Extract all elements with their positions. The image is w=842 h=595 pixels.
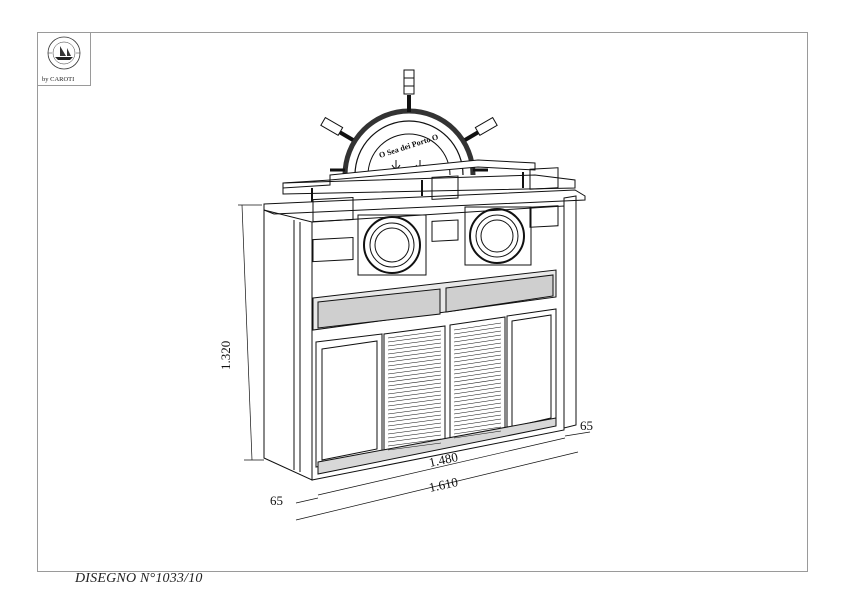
louvre-slat — [387, 366, 442, 375]
louvre-slat — [453, 346, 502, 355]
louvre-slat — [387, 338, 442, 347]
louvre-slat — [387, 442, 442, 451]
louvre-slat — [453, 354, 502, 363]
louvre-slat — [387, 422, 442, 431]
ship-seal-icon — [47, 36, 81, 70]
louvre-slat — [387, 374, 442, 383]
dimension-height: 1.320 — [218, 341, 233, 370]
louvre-slat — [387, 354, 442, 363]
louvre-slat — [387, 346, 442, 355]
drawing-number: DISEGNO N°1033/10 — [75, 571, 203, 586]
dimension-total-width: 1.610 — [428, 474, 460, 495]
louvre-slat — [453, 338, 502, 347]
louvre-slat — [453, 350, 502, 359]
louvre-slat — [453, 390, 502, 399]
louvre-slat — [453, 410, 502, 419]
louvre-slat — [453, 378, 502, 387]
louvre-slat — [453, 334, 502, 343]
brand-logo: by CAROTI — [38, 33, 91, 86]
dimension-inner-width: 1.480 — [428, 449, 460, 470]
louvre-slat — [453, 430, 502, 439]
louvre-slat — [387, 386, 442, 395]
louvre-slat — [453, 426, 502, 435]
louvre-slat — [387, 438, 442, 447]
louvre-slat — [387, 342, 442, 351]
louvre-slat — [387, 330, 442, 339]
louvre-slat — [387, 426, 442, 435]
louvre-slat — [453, 374, 502, 383]
louvre-slat — [387, 390, 442, 399]
louvre-slat — [453, 366, 502, 375]
louvre-slat — [453, 326, 502, 335]
louvre-slat — [453, 398, 502, 407]
louvre-slat — [387, 350, 442, 359]
louvre-slat — [387, 334, 442, 343]
louvre-slat — [453, 382, 502, 391]
louvre-slat — [453, 386, 502, 395]
louvre-slat — [453, 330, 502, 339]
louvre-slat — [453, 362, 502, 371]
louvre-slat — [387, 398, 442, 407]
logo-byline: by CAROTI — [42, 76, 75, 83]
drawing-frame — [37, 32, 808, 572]
louvre-slat — [387, 394, 442, 403]
louvre-slat — [453, 358, 502, 367]
dimension-left-side: 65 — [270, 493, 283, 508]
ships-wheel-icon: O Sea dei Porto O — [320, 69, 498, 176]
louvre-slat — [453, 402, 502, 411]
louvre-slat — [453, 418, 502, 427]
wheel-motto: O Sea dei Porto O — [378, 132, 440, 160]
louvre-slat — [387, 406, 442, 415]
louvre-slat — [387, 418, 442, 427]
louvre-slat — [387, 414, 442, 423]
louvre-slat — [387, 430, 442, 439]
louvre-slat — [387, 362, 442, 371]
louvre-slat — [453, 370, 502, 379]
louvre-slat — [453, 342, 502, 351]
dimension-right-side: 65 — [580, 418, 593, 433]
louvre-slat — [453, 406, 502, 415]
louvre-slat — [387, 410, 442, 419]
louvre-slat — [387, 382, 442, 391]
louvre-slat — [387, 358, 442, 367]
louvre-slat — [453, 414, 502, 423]
louvre-slat — [453, 394, 502, 403]
louvre-slat — [387, 370, 442, 379]
louvre-slat — [387, 402, 442, 411]
louvre-slat — [453, 322, 502, 331]
louvre-slat — [387, 378, 442, 387]
louvre-slat — [387, 434, 442, 443]
louvre-slat — [453, 422, 502, 431]
